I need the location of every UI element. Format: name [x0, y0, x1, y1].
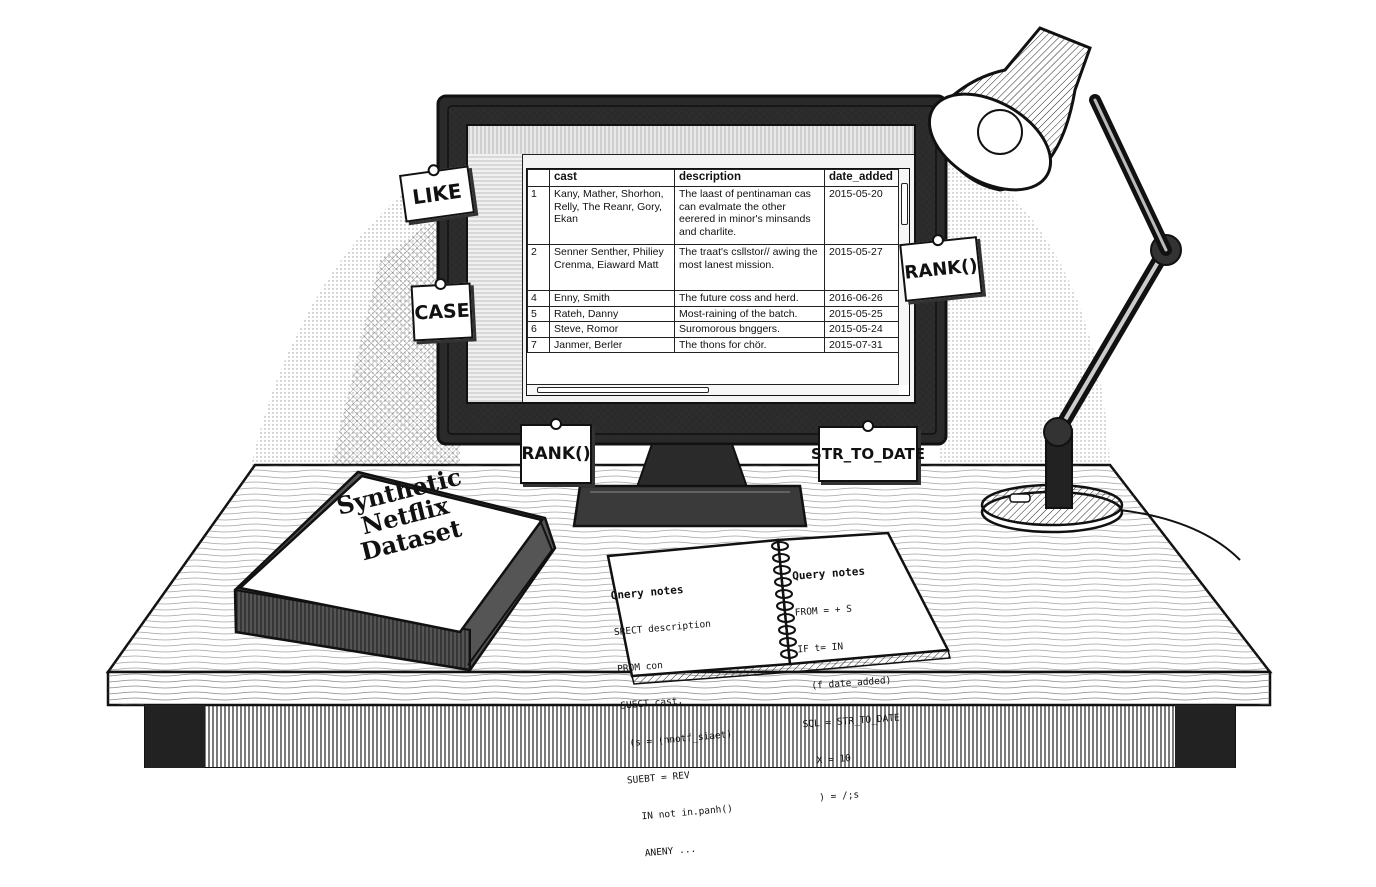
pushpin-icon [931, 233, 945, 247]
notebook-line: X = 10 [804, 752, 852, 768]
table-row[interactable]: 5 Rateh, Danny Most-raining of the batch… [527, 305, 900, 322]
sticky-note-like: LIKE [399, 163, 475, 223]
table-row[interactable]: 4 Enny, Smith The future coss and herd. … [527, 290, 900, 307]
notebook-line: PROM con [616, 660, 664, 676]
notebook-line: (s = (nnotf_siaet) [623, 728, 733, 750]
row-number: 7 [527, 336, 550, 353]
table-row[interactable]: 2 Senner Senther, Philiey Crenma, Eiawar… [527, 244, 900, 291]
sticky-note-label: LIKE [410, 178, 464, 210]
date-added-cell: 2016-06-26 [824, 290, 900, 307]
cast-cell: Enny, Smith [549, 290, 675, 307]
sticky-note-rank-bottom: RANK() [520, 418, 592, 484]
column-header-description[interactable]: description [674, 169, 825, 187]
notebook-line: (f date_added) [799, 675, 892, 693]
row-number: 4 [527, 290, 550, 307]
notebook-line: FROM = + S [794, 603, 853, 619]
sticky-note-rank-right: RANK() [899, 233, 983, 302]
date-added-cell: 2015-07-31 [824, 336, 900, 353]
horizontal-scrollbar[interactable] [527, 384, 899, 395]
pushpin-icon [426, 163, 441, 178]
notebook-right-page: Query notes FROM = + S IF t= IN (f date_… [790, 539, 907, 830]
notebook-right-title: Query notes [791, 564, 866, 583]
date-added-cell: 2015-05-25 [824, 305, 900, 322]
sticky-note-label: STR_TO_DATE [811, 445, 925, 463]
cast-cell: Steve, Romor [549, 321, 675, 338]
description-cell: The thons for chör. [674, 336, 825, 353]
notebook-line: SUEBT = REV [626, 769, 691, 787]
results-grid[interactable]: cast description date_added 1 Kany, Math… [526, 168, 910, 396]
sticky-note-case: CASE [410, 277, 474, 342]
notebook-line: SQL = STR_TO_DATE [802, 712, 901, 730]
notebook-line: SUECT cast. [620, 695, 684, 713]
scroll-thumb[interactable] [901, 183, 908, 225]
notebook-line: ANENY ... [633, 844, 697, 861]
pushpin-icon [550, 418, 562, 430]
cast-cell: Kany, Mather, Shorhon, Relly, The Reanr,… [549, 186, 675, 245]
column-header-cast[interactable]: cast [549, 169, 675, 187]
cast-cell: Rateh, Danny [549, 305, 675, 322]
table-row[interactable]: 1 Kany, Mather, Shorhon, Relly, The Rean… [527, 186, 900, 245]
notebook-line: SRECT description [613, 618, 712, 639]
cast-cell: Janmer, Berler [549, 336, 675, 353]
cast-cell: Senner Senther, Philiey Crenma, Eiaward … [549, 244, 675, 291]
sticky-note-label: RANK() [903, 254, 979, 284]
row-number: 5 [527, 305, 550, 322]
sticky-note-label: CASE [413, 299, 471, 325]
description-cell: The laast of pentinaman cas can evalmate… [674, 186, 825, 245]
scroll-thumb[interactable] [537, 387, 709, 393]
description-cell: Most-raining of the batch. [674, 305, 825, 322]
pushpin-icon [434, 277, 447, 291]
notebook-line: ) = /;s [807, 789, 860, 805]
notebook-left-title: Qnery notes [610, 582, 684, 603]
sticky-note-label: RANK() [521, 444, 591, 464]
date-added-cell: 2015-05-24 [824, 321, 900, 338]
row-number: 1 [527, 186, 550, 245]
description-cell: The traat's csllstor// awing the most la… [674, 244, 825, 291]
table-row[interactable]: 6 Steve, Romor Suromorous bnggers. 2015-… [527, 321, 900, 338]
window-title-bar [468, 126, 914, 155]
column-header-row-number[interactable] [527, 169, 550, 187]
table-header-row: cast description date_added [527, 169, 900, 187]
row-number: 2 [527, 244, 550, 291]
row-number: 6 [527, 321, 550, 338]
date-added-cell: 2015-05-27 [824, 244, 900, 291]
description-cell: Suromorous bnggers. [674, 321, 825, 338]
sticky-note-str-to-date: STR_TO_DATE [811, 420, 925, 482]
notebook-line: IF t= IN [797, 641, 844, 656]
table-row[interactable]: 7 Janmer, Berler The thons for chör. 201… [527, 336, 900, 353]
description-cell: The future coss and herd. [674, 290, 825, 307]
notebook-spiral [771, 541, 798, 659]
pushpin-icon [862, 420, 874, 432]
notebook-line: IN not in.panh() [629, 803, 734, 824]
date-added-cell: 2015-05-20 [824, 186, 900, 245]
results-table: cast description date_added 1 Kany, Math… [527, 169, 900, 353]
schema-pane [468, 154, 523, 402]
monitor-screen: cast description date_added 1 Kany, Math… [466, 124, 916, 404]
column-header-date-added[interactable]: date_added [824, 169, 900, 187]
desk-scene: cast description date_added 1 Kany, Math… [105, 26, 1273, 860]
